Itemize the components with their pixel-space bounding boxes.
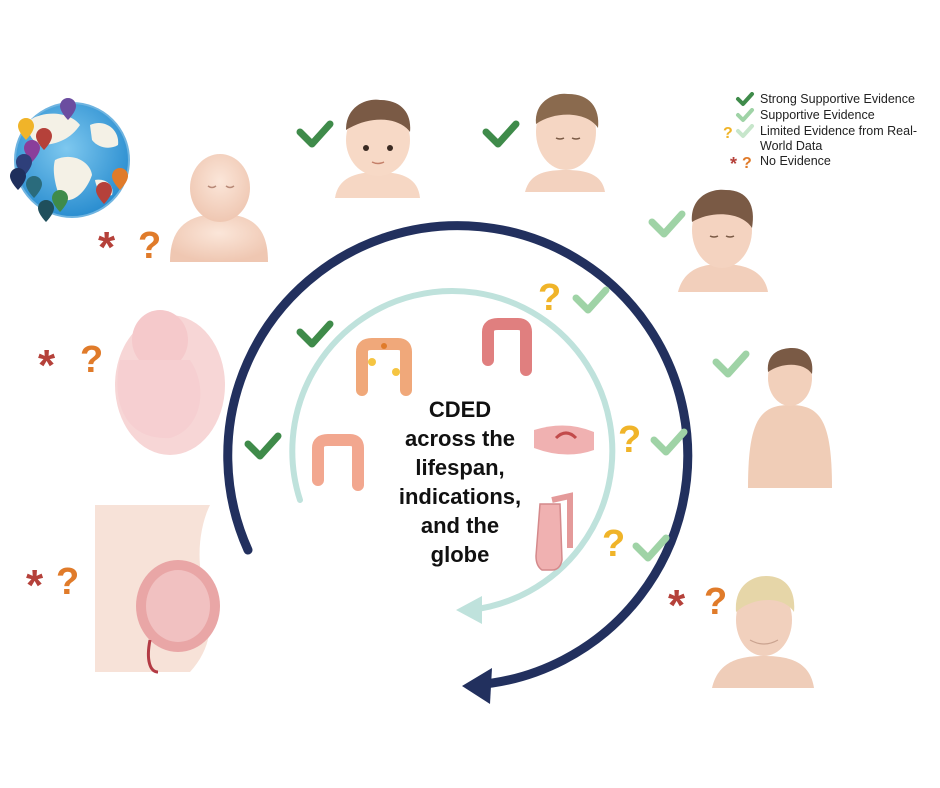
stomach-tube-icon <box>535 492 573 571</box>
inflamed-colon-icon <box>356 338 412 396</box>
asterisk-icon: * <box>668 581 686 630</box>
adolescent-icon <box>678 189 768 292</box>
inner-arrow <box>289 288 616 624</box>
asterisk-icon: * <box>26 561 44 610</box>
legend: Strong Supportive Evidence Supportive Ev… <box>716 92 938 170</box>
svg-text:?: ? <box>723 125 733 140</box>
asterisk-icon: * <box>98 223 116 272</box>
legend-label: No Evidence <box>760 154 831 168</box>
title-line: across the <box>404 426 516 451</box>
supportive-check-icon <box>736 108 754 122</box>
pregnancy-icon <box>95 505 220 674</box>
asterisk-icon: * <box>38 341 56 390</box>
colon-icon <box>482 318 532 376</box>
legend-label: Supportive Evidence <box>760 108 875 122</box>
svg-text:?: ? <box>742 155 752 170</box>
strong-check-icon <box>736 92 754 106</box>
limited-question-icon: ? <box>602 523 625 565</box>
legend-label: Limited Evidence from Real-World Data <box>760 124 918 153</box>
title-line: lifespan, <box>415 455 505 480</box>
question-icon: ? <box>80 339 103 381</box>
outer-arrow <box>223 221 693 704</box>
limited-question-icon: ? <box>618 419 641 461</box>
title-line: indications, <box>398 484 522 509</box>
question-icon: ? <box>56 561 79 603</box>
question-icon: ? <box>138 225 161 267</box>
legend-item-strong: Strong Supportive Evidence <box>716 92 938 108</box>
svg-text:*: * <box>730 154 737 170</box>
title-line: globe <box>430 542 490 567</box>
elderly-icon <box>712 576 814 688</box>
infant-icon <box>335 99 420 198</box>
esophagus-icon <box>534 425 594 455</box>
fetus-icon <box>115 310 225 455</box>
legend-item-none: * ? No Evidence <box>716 154 938 170</box>
child-icon <box>525 93 605 192</box>
supportive-check-icon <box>572 210 750 562</box>
small-colon-icon <box>312 434 364 491</box>
legend-item-supportive: Supportive Evidence <box>716 108 938 124</box>
title-line: and the <box>420 513 500 538</box>
question-icon: ? <box>704 581 727 623</box>
globe-with-pins-icon <box>10 98 130 222</box>
question-check-icon: ? <box>723 124 754 140</box>
asterisk-question-icon: * ? <box>730 154 752 170</box>
legend-label: Strong Supportive Evidence <box>760 92 915 106</box>
center-title: CDED across the lifespan, indications, a… <box>385 395 535 569</box>
strong-check-icon <box>244 120 520 460</box>
newborn-icon <box>170 154 268 262</box>
legend-item-limited: ? Limited Evidence from Real-World Data <box>716 124 938 154</box>
young-adult-icon <box>748 348 832 488</box>
title-line: CDED <box>428 397 492 422</box>
evidence-marks: * ? * ? * ? * ? ? ? ? <box>26 223 727 630</box>
limited-question-icon: ? <box>538 277 561 319</box>
